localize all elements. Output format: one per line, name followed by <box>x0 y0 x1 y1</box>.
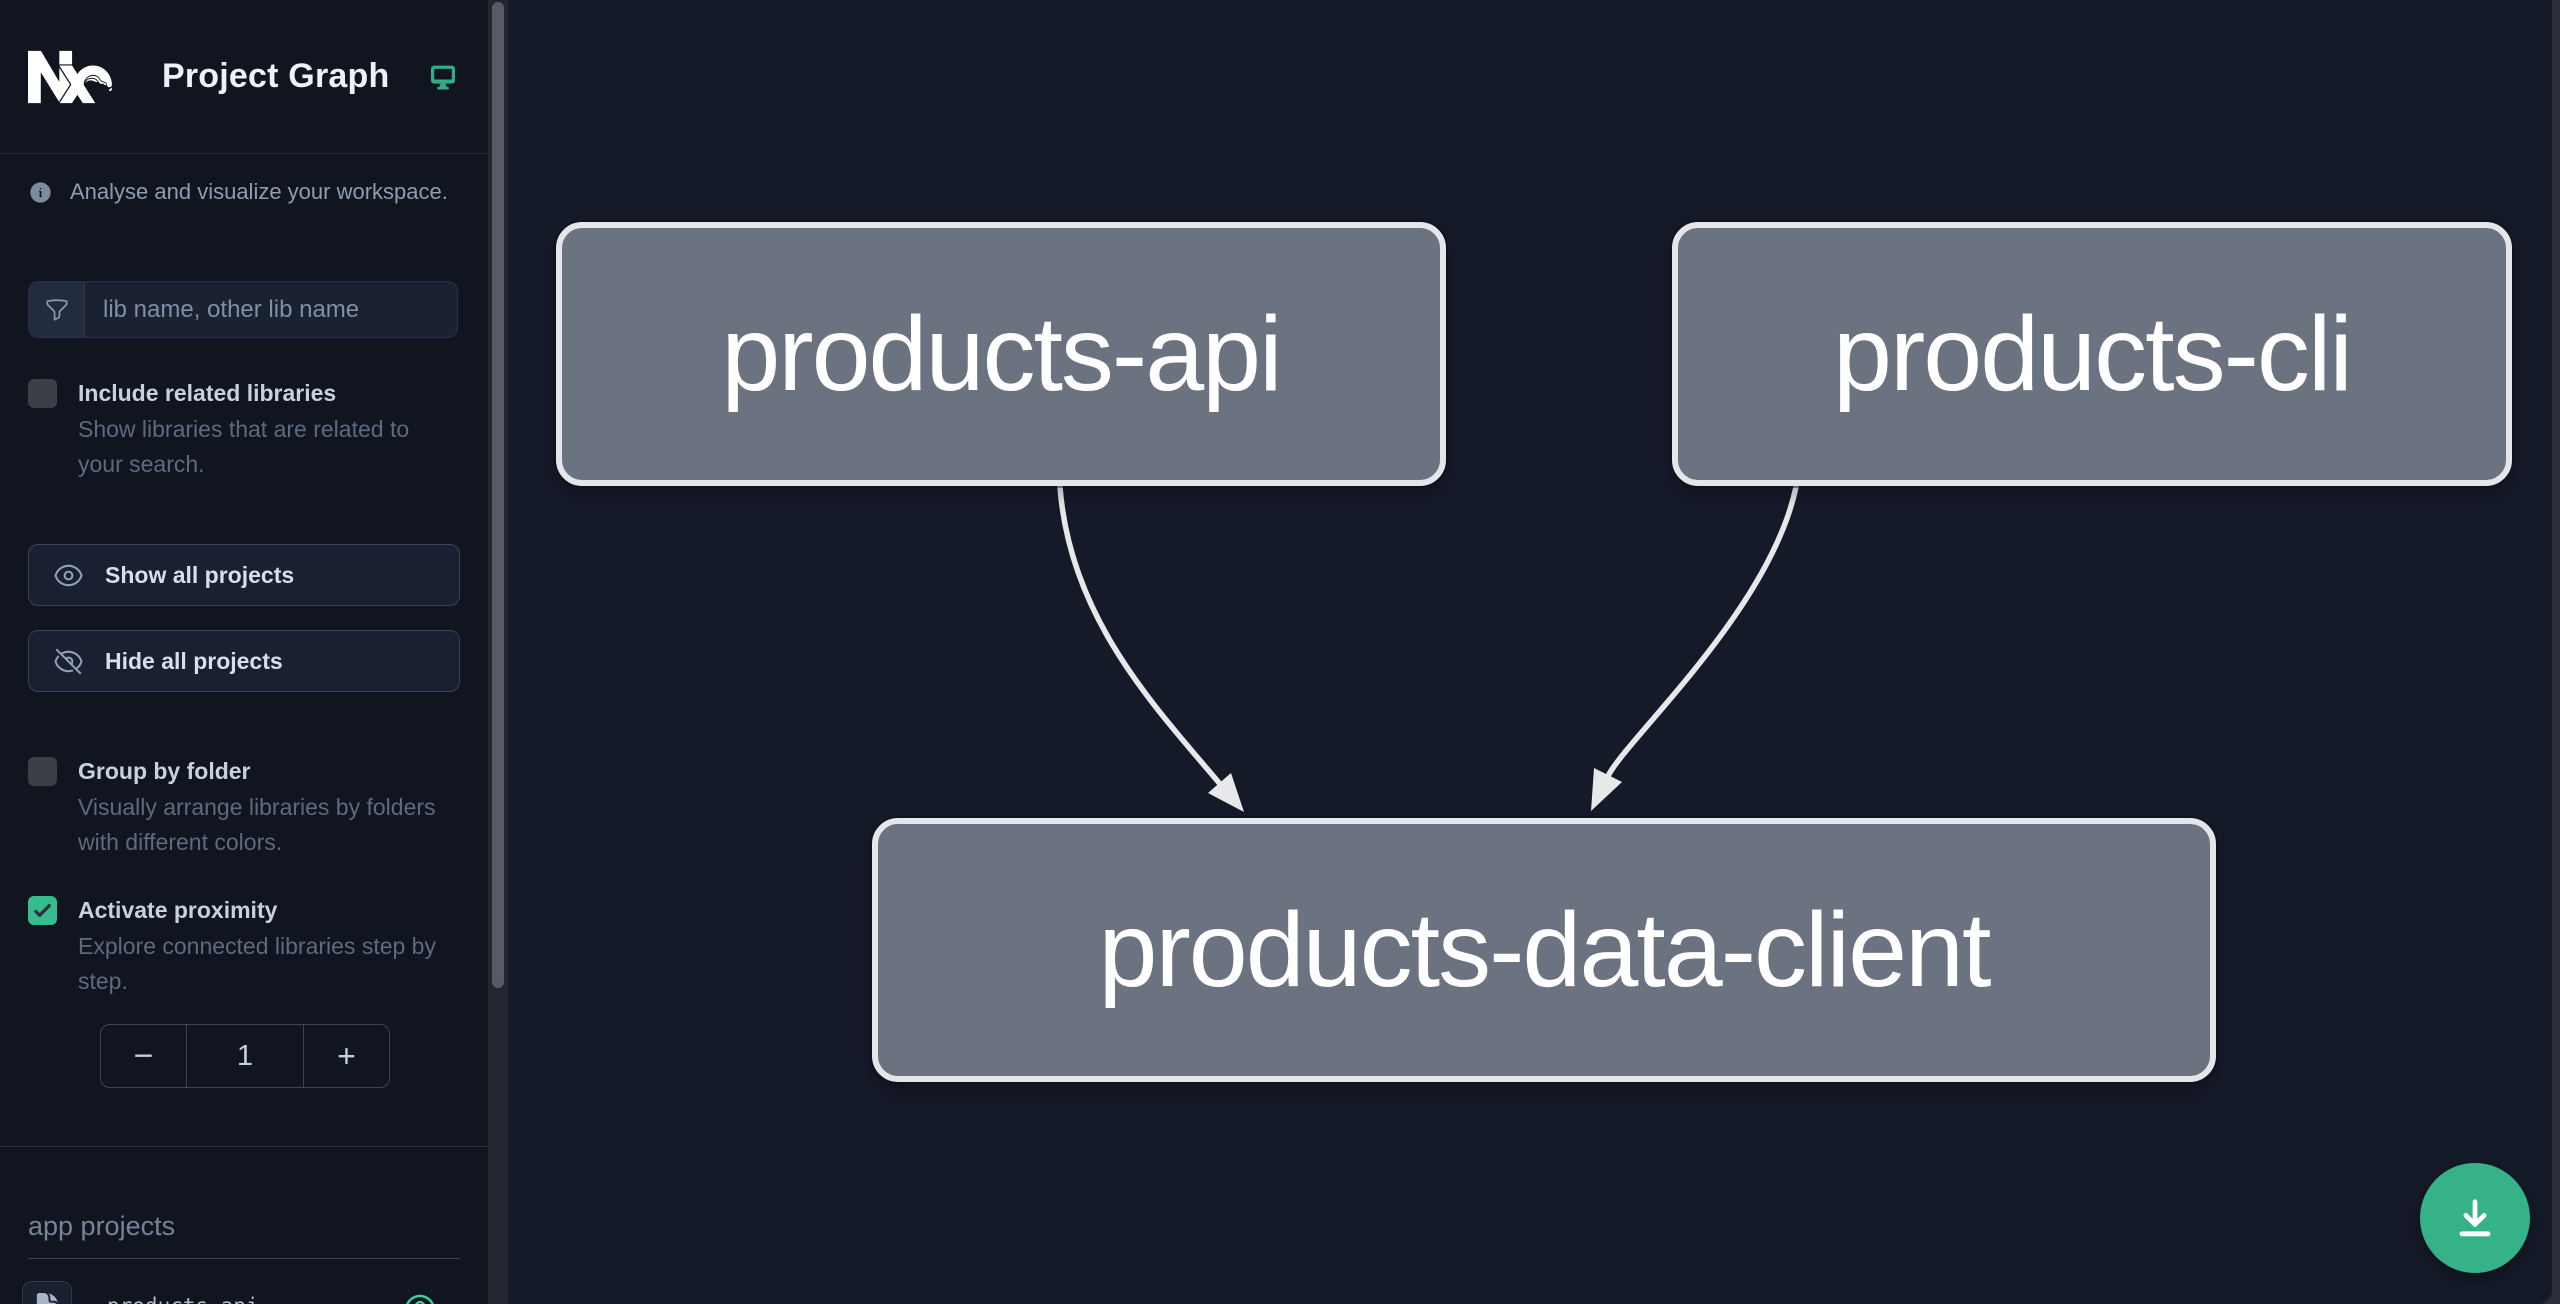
page-title: Project Graph <box>162 57 390 95</box>
node-label: products-cli <box>1833 294 2353 413</box>
toggle-label: Include related libraries <box>78 380 337 406</box>
graph-node-products-cli[interactable]: products-cli <box>1672 222 2512 486</box>
filter-box <box>28 281 458 338</box>
eye-icon <box>54 564 83 586</box>
arrowhead <box>1208 773 1244 812</box>
download-graph-button[interactable] <box>2420 1163 2530 1273</box>
divider <box>0 1146 488 1147</box>
filter-input[interactable] <box>85 282 457 337</box>
edge-products-api-to-data-client <box>1057 484 1223 787</box>
project-name: products-api <box>107 1294 404 1304</box>
tagline-text: Analyse and visualize your workspace. <box>70 179 448 204</box>
graph-edges <box>1057 484 1799 812</box>
increment-button[interactable]: + <box>303 1025 389 1087</box>
filter-funnel-icon <box>45 298 68 321</box>
edge-products-cli-to-data-client <box>1605 484 1799 779</box>
hide-all-projects-button[interactable]: Hide all projects <box>28 630 460 692</box>
eye-slash-icon <box>54 648 83 674</box>
graph-node-products-data-client[interactable]: products-data-client <box>872 818 2216 1082</box>
sidebar-header: Project Graph <box>0 0 488 154</box>
toggle-label: Activate proximity <box>78 897 278 923</box>
button-label: Hide all projects <box>105 647 283 674</box>
button-label: Show all projects <box>105 561 295 588</box>
desktop-monitor-icon[interactable] <box>427 61 459 93</box>
project-list-item: products-api <box>22 1281 460 1304</box>
toggle-description: Show libraries that are related to your … <box>78 416 410 477</box>
nx-logo-icon <box>28 50 112 103</box>
sidebar-content: Analyse and visualize your workspace. In… <box>0 154 488 1304</box>
info-icon <box>30 181 51 203</box>
toggle-description: Explore connected libraries step by step… <box>78 933 436 994</box>
graph-node-products-api[interactable]: products-api <box>556 222 1446 486</box>
tagline-row: Analyse and visualize your workspace. <box>28 179 460 205</box>
sidebar: Project Graph Analyse and visualize your… <box>0 0 488 1304</box>
arrowhead <box>1591 768 1622 811</box>
toggle-project-visibility-eye-icon[interactable] <box>404 1290 436 1304</box>
decrement-button[interactable]: − <box>101 1025 187 1087</box>
toggle-group-by-folder: Group by folder Visually arrange librari… <box>28 755 460 860</box>
graph-canvas[interactable]: products-api products-cli products-data-… <box>508 0 2552 1304</box>
document-magnifying-glass-icon <box>36 1292 58 1304</box>
node-label: products-data-client <box>1098 890 1992 1009</box>
app-projects-section-title: app projects <box>28 1211 460 1259</box>
check-icon <box>34 904 51 917</box>
include-related-checkbox[interactable] <box>28 379 57 408</box>
filter-icon-segment <box>29 282 85 337</box>
group-by-folder-checkbox[interactable] <box>28 757 57 786</box>
toggle-description: Visually arrange libraries by folders wi… <box>78 794 436 855</box>
proximity-depth-stepper: − 1 + <box>100 1024 390 1088</box>
proximity-depth-value: 1 <box>236 1039 254 1072</box>
toggle-include-related: Include related libraries Show libraries… <box>28 377 460 482</box>
activate-proximity-checkbox[interactable] <box>28 896 57 925</box>
scrollbar-thumb[interactable] <box>492 2 504 988</box>
toggle-label: Group by folder <box>78 758 251 784</box>
focus-project-button[interactable] <box>22 1281 72 1304</box>
toggle-activate-proximity: Activate proximity Explore connected lib… <box>28 894 460 999</box>
sidebar-scrollbar[interactable] <box>488 0 508 1304</box>
download-icon <box>2459 1199 2491 1237</box>
show-all-projects-button[interactable]: Show all projects <box>28 544 460 606</box>
node-label: products-api <box>721 294 1282 413</box>
